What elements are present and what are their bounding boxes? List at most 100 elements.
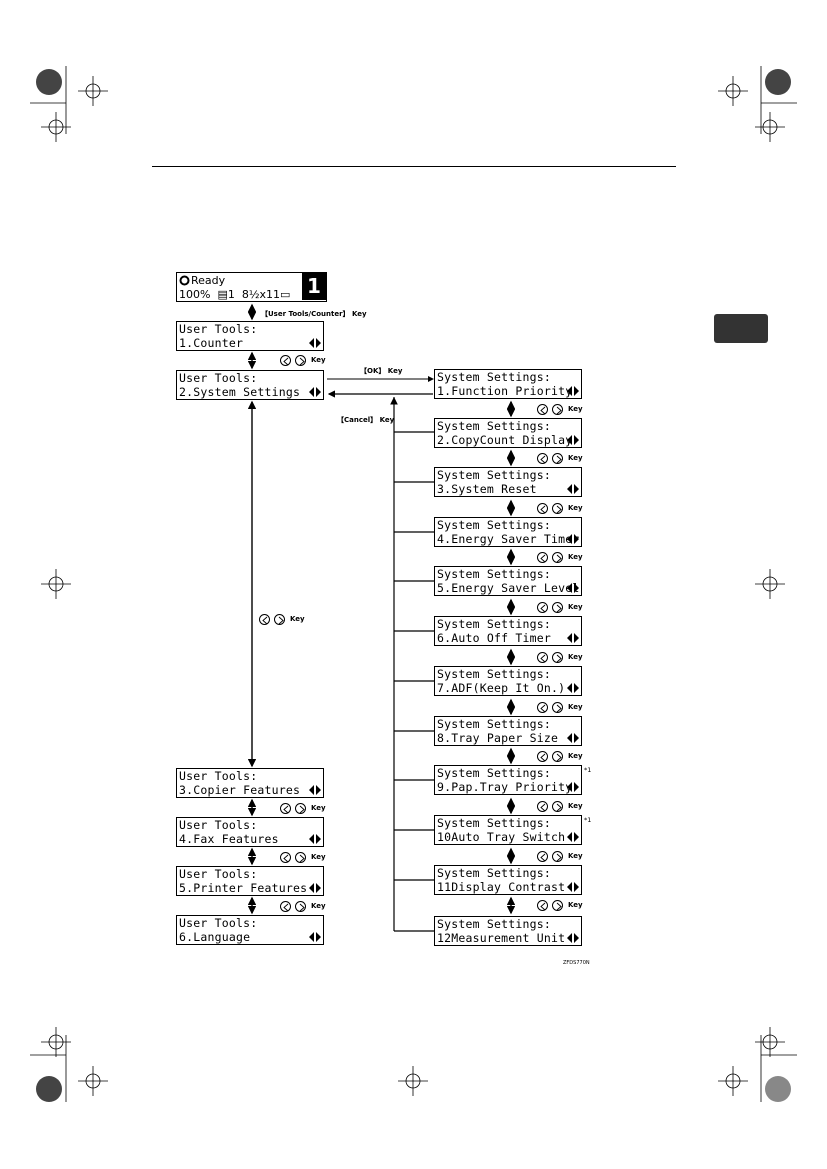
- key-label: Key: [311, 853, 326, 861]
- menu-item: 9.Pap.Tray Priority: [437, 780, 573, 794]
- menu-item: 6.Auto Off Timer: [437, 631, 551, 645]
- system-settings-screen: System Settings:12Measurement Unit: [434, 916, 582, 946]
- left-key-icon: [537, 602, 548, 613]
- menu-item: 10Auto Tray Switch: [437, 830, 566, 844]
- menu-title: User Tools:: [179, 371, 258, 385]
- user-tools-screen: User Tools:3.Copier Features: [176, 768, 324, 798]
- menu-item: 4.Energy Saver Timer: [437, 532, 580, 546]
- system-settings-screen: System Settings:2.CopyCount Display: [434, 418, 582, 448]
- footnote-mark: *1: [584, 766, 592, 774]
- menu-title: System Settings:: [437, 766, 551, 780]
- left-key-icon: [537, 652, 548, 663]
- right-key-icon: [552, 751, 563, 762]
- right-key-icon: [295, 803, 306, 814]
- menu-title: User Tools:: [179, 916, 258, 930]
- left-key-icon: [537, 851, 548, 862]
- menu-title: System Settings:: [437, 419, 551, 433]
- menu-title: System Settings:: [437, 667, 551, 681]
- menu-item: 2.System Settings: [179, 385, 301, 399]
- menu-item: 5.Printer Features: [179, 881, 308, 895]
- left-right-icon: [567, 683, 579, 693]
- cancel-key-label: 【Cancel】 Key: [337, 416, 395, 424]
- menu-title: System Settings:: [437, 617, 551, 631]
- system-settings-screen: System Settings:6.Auto Off Timer: [434, 616, 582, 646]
- menu-item: 4.Fax Features: [179, 832, 279, 846]
- left-right-icon: [309, 785, 321, 795]
- key-label: Key: [568, 653, 583, 661]
- footnote-mark: *1: [584, 816, 592, 824]
- key-label: Key: [568, 802, 583, 810]
- left-key-icon: [280, 852, 291, 863]
- menu-title: System Settings:: [437, 468, 551, 482]
- left-right-icon: [567, 782, 579, 792]
- left-key-icon: [259, 614, 270, 625]
- menu-title: System Settings:: [437, 917, 551, 931]
- key-label: Key: [568, 752, 583, 760]
- left-key-icon: [537, 503, 548, 514]
- key-label: Key: [568, 603, 583, 611]
- left-right-icon: [567, 832, 579, 842]
- system-settings-screen: System Settings:8.Tray Paper Size: [434, 716, 582, 746]
- left-right-icon: [309, 338, 321, 348]
- right-key-icon: [552, 851, 563, 862]
- menu-item: 2.CopyCount Display: [437, 433, 573, 447]
- right-key-icon: [552, 801, 563, 812]
- key-label: Key: [568, 852, 583, 860]
- key-label: Key: [568, 504, 583, 512]
- left-right-icon: [309, 883, 321, 893]
- figure-code: ZFDS770N: [563, 960, 590, 966]
- system-settings-screen: System Settings:3.System Reset: [434, 467, 582, 497]
- left-right-icon: [567, 386, 579, 396]
- right-key-icon: [552, 404, 563, 415]
- menu-title: User Tools:: [179, 769, 258, 783]
- user-tools-screen: User Tools:2.System Settings: [176, 370, 324, 400]
- left-right-icon: [567, 583, 579, 593]
- left-key-icon: [537, 900, 548, 911]
- crop-marks: [30, 66, 797, 1102]
- user-tools-screen: User Tools:1.Counter: [176, 321, 324, 351]
- left-right-icon: [309, 932, 321, 942]
- left-key-icon: [537, 801, 548, 812]
- key-label: Key: [568, 553, 583, 561]
- right-key-icon: [295, 355, 306, 366]
- left-key-icon: [280, 803, 291, 814]
- key-label: Key: [311, 804, 326, 812]
- menu-title: System Settings:: [437, 866, 551, 880]
- header-rule: [152, 166, 676, 167]
- menu-item: 6.Language: [179, 930, 251, 944]
- status-line1: Ready: [191, 274, 226, 287]
- right-key-icon: [552, 652, 563, 663]
- user-tools-key-label: 【User Tools/Counter】 Key: [261, 310, 367, 318]
- status-line2: 100% ▤1 8½x11▭: [179, 288, 291, 301]
- system-settings-screen: System Settings:1.Function Priority: [434, 369, 582, 399]
- left-right-icon: [567, 435, 579, 445]
- menu-title: User Tools:: [179, 867, 258, 881]
- left-key-icon: [537, 552, 548, 563]
- menu-item: 3.System Reset: [437, 482, 537, 496]
- left-key-icon: [537, 453, 548, 464]
- menu-title: System Settings:: [437, 816, 551, 830]
- system-settings-screen: System Settings:10Auto Tray Switch: [434, 815, 582, 845]
- user-tools-screen: User Tools:6.Language: [176, 915, 324, 945]
- system-settings-screen: System Settings:7.ADF(Keep It On.): [434, 666, 582, 696]
- status-display: Ready 100% ▤1 8½x11▭ 1: [176, 272, 327, 302]
- left-right-icon: [309, 834, 321, 844]
- right-key-icon: [552, 552, 563, 563]
- left-right-icon: [567, 882, 579, 892]
- menu-item: 1.Function Priority: [437, 384, 573, 398]
- menu-item: 8.Tray Paper Size: [437, 731, 559, 745]
- menu-title: User Tools:: [179, 818, 258, 832]
- menu-title: System Settings:: [437, 717, 551, 731]
- key-label: Key: [568, 454, 583, 462]
- left-right-icon: [567, 633, 579, 643]
- left-key-icon: [537, 751, 548, 762]
- left-right-icon: [567, 733, 579, 743]
- key-label: Key: [568, 405, 583, 413]
- menu-item: 12Measurement Unit: [437, 931, 566, 945]
- menu-title: System Settings:: [437, 518, 551, 532]
- right-key-icon: [274, 614, 285, 625]
- system-settings-screen: System Settings:9.Pap.Tray Priority: [434, 765, 582, 795]
- left-right-icon: [567, 933, 579, 943]
- menu-item: 3.Copier Features: [179, 783, 301, 797]
